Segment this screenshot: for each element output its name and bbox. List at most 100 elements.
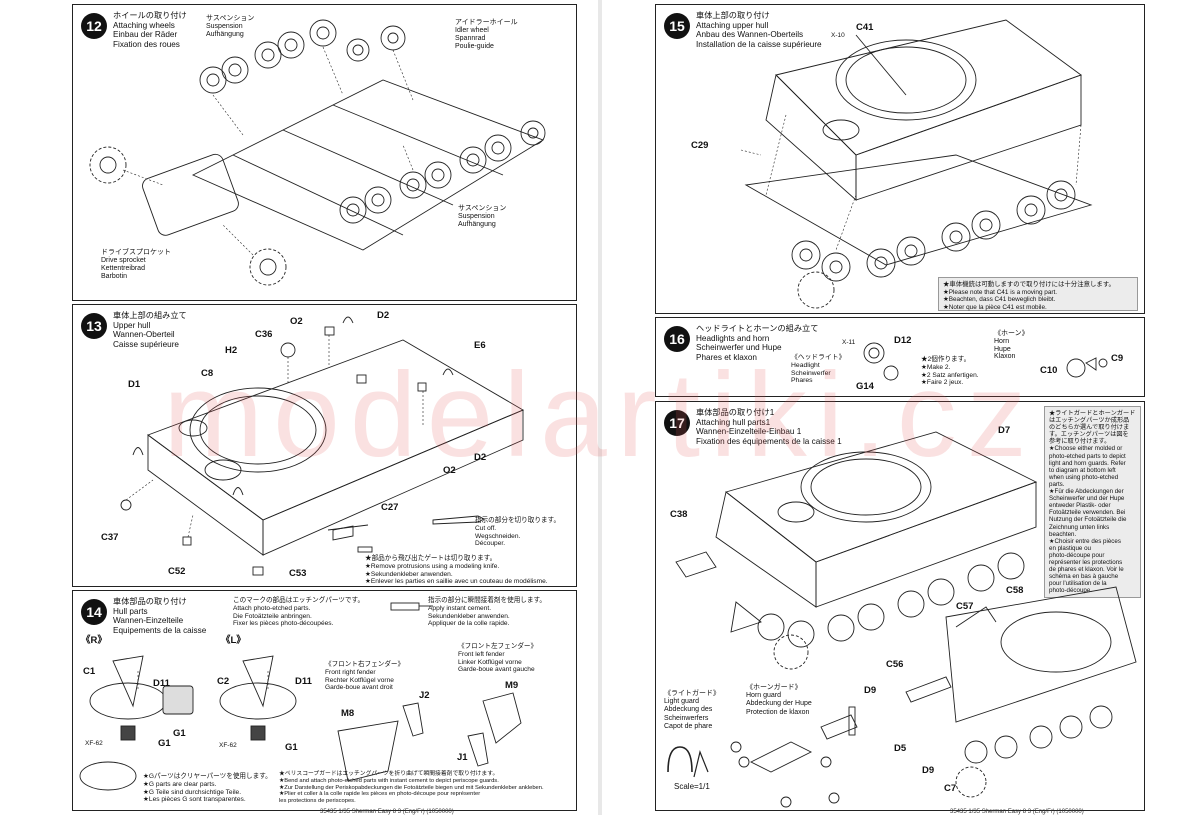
part-c37: C37 [101,532,119,543]
hg-jp: 《ホーンガード》 [746,684,802,691]
sn-9: when using photo-etched [1049,473,1119,481]
gate-de: ★Sekundenkleber anwenden. [365,570,453,578]
m2-fr: ★Faire 2 jeux. [921,379,964,387]
part-h2: H2 [225,345,238,356]
g-jp: ★Gパーツはクリヤーパーツを使用します。 [143,773,272,780]
peri-fr-2: les protections de periscopes. [279,798,356,805]
gate-note: ★部品から飛び出たゲートは切り取ります。 ★Remove protrusions… [365,555,548,586]
part-c7: C7 [944,783,957,794]
cut-jp: 指示の部分を切り取ります。 [475,517,561,524]
susp-top-de: Aufhängung [206,31,244,38]
sprocket-fr: Barbotin [101,273,128,280]
headlight-label: 《ヘッドライト》 Headlight Scheinwerfer Phares [791,354,845,385]
horn-guard-label: 《ホーンガード》 Horn guard Abdeckung der Hupe P… [746,684,812,717]
flf-jp: 《フロント左フェンダー》 [458,643,538,650]
title-en: Attaching upper hull [696,20,769,30]
part-g1-r: G1 [158,738,171,749]
title-de: Einbau der Räder [113,30,178,40]
part-c38: C38 [670,509,688,520]
idler-en: Idler wheel [455,27,489,34]
paint-xf62-l: XF-62 [219,742,237,749]
light-guard-label: 《ライトガード》 Light guard Abdeckung des Schei… [664,690,720,731]
title-fr: Equipements de la caisse [113,625,207,635]
title-en: Headlights and horn [696,333,770,343]
sn-2: のどちらか選んで取り付けま [1049,424,1130,432]
part-d2b: D2 [474,452,487,463]
frf-fr: Garde-boue avant droit [325,684,393,692]
part-g1-l: G1 [285,742,298,753]
peri-jp: ★ペリスコープガードはエッチングパーツを折り曲げて瞬間接着剤で取り付けます。 [279,771,499,777]
horn-label: 《ホーン》 Horn Hupe Klaxon [994,330,1029,361]
sn-5: ★Choose either molded or [1049,445,1123,453]
susp-bottom-label: サスペンション Suspension Aufhängung [458,205,506,229]
sn-14: Fotoätzteile verwenden. Bei [1049,509,1126,517]
sn-1: はエッチングパーツか成形品 [1049,417,1130,425]
title-de: Scheinwerfer und Hupe [696,343,782,353]
sn-13: entweder Plastik- oder [1049,502,1111,510]
title-en: Attaching hull parts1 [696,417,771,427]
glue-fr: Appliquer de la colle rapide. [428,620,510,628]
part-c56: C56 [886,659,904,670]
idler-fr: Poulie-guide [455,43,494,50]
sn-25: photo-découpe. [1049,587,1093,595]
part-m8: M8 [341,708,355,719]
sprocket-label: ドライブスプロケット Drive sprocket Kettentreibrad… [101,249,171,281]
step-15-drawing [740,19,1093,309]
title-fr: Installation de la caisse supérieure [696,39,822,49]
title-jp: 車体部品の取り付け1 [696,408,775,417]
cut-fr: Découper. [475,540,506,548]
lg-de-2: Scheinwerfers [664,714,709,722]
lg-en: Light guard [664,698,700,706]
title-de: Wannen-Einzelteile-Einbau 1 [696,427,802,437]
pe-fr: Fixer les pièces photo-découpées. [233,620,334,628]
step-17-panel: 17 車体部品の取り付け1 Attaching hull parts1 Wann… [655,401,1145,811]
note-en: ★Please note that C41 is a moving part. [943,288,1058,296]
make2-note: ★2個作ります。 ★Make 2. ★2 Satz anfertigen. ★F… [921,356,979,387]
part-j1: J1 [457,752,468,763]
step-16-panel: 16 ヘッドライトとホーンの組み立て Headlights and horn S… [655,317,1145,397]
step-15-note: ★車体機銃は可動しますので取り付けには十分注意します。 ★Please note… [938,277,1138,311]
hl-fr: Phares [791,377,813,385]
part-e6: E6 [474,340,486,351]
title-fr: Phares et klaxon [696,352,757,362]
m2-en: ★Make 2. [921,363,951,371]
step-17-title: 車体部品の取り付け1 Attaching hull parts1 Wannen-… [696,408,842,446]
sn-18: ★Choisir entre des pièces [1049,537,1121,545]
peri-fr-1: ★Plier et coller à la colle rapide les p… [279,791,481,798]
sn-21: représenter les protections [1049,558,1123,566]
cut-en: Cut off. [475,524,497,532]
title-de: Wannen-Oberteil [113,330,175,340]
title-fr: Fixation des roues [113,39,180,49]
horn-en: Horn [994,337,1010,345]
part-d12: D12 [894,335,912,346]
step-14-title: 車体部品の取り付け Hull parts Wannen-Einzelteile … [113,597,206,635]
title-de: Wannen-Einzelteile [113,616,184,626]
g-en: ★G parts are clear parts. [143,780,217,788]
title-jp: ヘッドライトとホーンの組み立て [696,324,819,333]
part-c36: C36 [255,329,273,340]
part-g1-clear: G1 [173,728,186,739]
sn-11: ★Für die Abdeckungen der [1049,488,1124,496]
sn-7: light and horn guards. Refer [1049,459,1126,467]
cut-note: 指示の部分を切り取ります。 Cut off. Wegschneiden. Déc… [475,517,560,548]
step-16-number: 16 [664,326,690,352]
note-de: ★Beachten, dass C41 beweglich bleibt. [943,296,1056,304]
gate-fr: ★Enlever les parties en saillie avec un … [365,578,548,586]
part-c29: C29 [691,140,709,151]
paint-xf62-r: XF-62 [85,740,103,747]
susp-top-en: Suspension [206,23,243,30]
m2-jp: ★2個作ります。 [921,356,971,363]
sn-10: parts. [1049,480,1065,488]
idler-label: アイドラーホイール Idler wheel Spannrad Poulie-gu… [455,19,518,51]
part-d7: D7 [998,425,1011,436]
sprocket-en: Drive sprocket [101,257,146,264]
sn-6: photo-etched parts to depict [1049,452,1126,460]
frf-de: Rechter Kotflügel vorne [325,676,394,684]
susp-bottom-de: Aufhängung [458,221,496,228]
glue-jp: 指示の部分に瞬間接着剤を使用します。 [428,597,547,604]
title-jp: 車体部品の取り付け [113,597,187,606]
part-d5: D5 [894,743,907,754]
front-right-fender-label: 《フロント右フェンダー》 Front right fender Rechter … [325,661,404,692]
paint-x10: X-10 [831,32,845,39]
step-12-number: 12 [81,13,107,39]
